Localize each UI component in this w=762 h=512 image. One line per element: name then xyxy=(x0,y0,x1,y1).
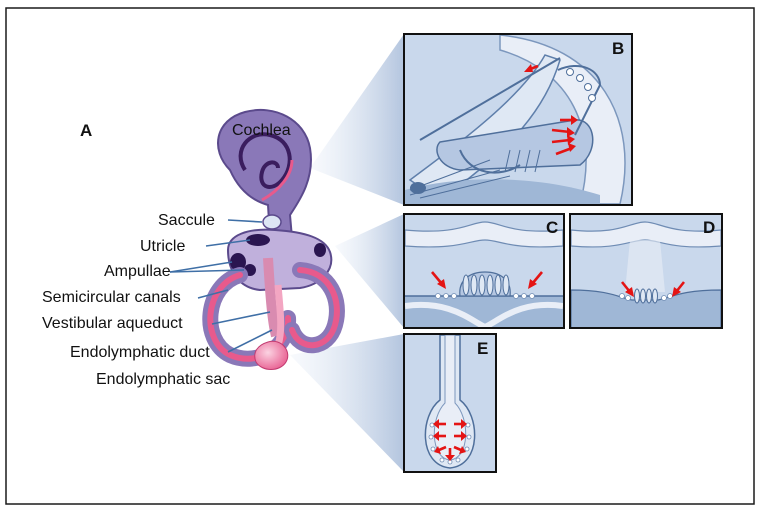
red-arrow xyxy=(445,448,455,461)
red-arrow xyxy=(434,445,447,454)
red-arrow xyxy=(524,64,539,72)
red-arrow xyxy=(528,271,543,289)
red-arrow xyxy=(433,431,446,441)
red-arrow xyxy=(551,127,575,137)
red-arrow xyxy=(454,431,467,441)
utricle-label: Utricle xyxy=(140,238,185,255)
panel-c: C xyxy=(403,213,565,329)
endolymphatic-duct-shape xyxy=(274,284,285,347)
panel-a-label: A xyxy=(80,121,92,140)
red-arrow xyxy=(672,281,686,297)
red-arrow xyxy=(551,135,575,145)
semicircular-canals-label: Semicircular canals xyxy=(42,289,181,306)
panel-b-label: B xyxy=(612,39,624,58)
endolymphatic-duct-label: Endolymphatic duct xyxy=(70,344,210,361)
red-arrow xyxy=(560,115,578,125)
red-arrow xyxy=(431,271,446,289)
vestibular-aqueduct-label: Vestibular aqueduct xyxy=(42,315,183,332)
semicircular-canal-superior xyxy=(263,257,281,338)
saccule-shape xyxy=(262,214,282,230)
zoom-cones xyxy=(290,34,404,472)
red-arrow xyxy=(454,419,467,429)
endolymphatic-sac-shape xyxy=(254,340,289,370)
endolymphatic-sac-label: Endolymphatic sac xyxy=(96,371,230,388)
panel-e: E xyxy=(403,333,497,473)
panel-c-label: C xyxy=(546,218,558,237)
panel-d: D xyxy=(569,213,723,329)
ampullae-label: Ampullae xyxy=(104,263,171,280)
red-arrow xyxy=(433,419,446,429)
red-arrow xyxy=(555,143,576,156)
cochlea-shape xyxy=(217,108,312,239)
panel-b: B xyxy=(403,33,633,206)
red-arrow xyxy=(453,445,466,454)
panel-e-label: E xyxy=(477,339,488,358)
saccule-label: Saccule xyxy=(158,212,215,229)
panel-d-label: D xyxy=(703,218,715,237)
red-arrow xyxy=(620,281,634,297)
label-pointers xyxy=(169,219,273,353)
cochlea-label: Cochlea xyxy=(232,122,291,139)
